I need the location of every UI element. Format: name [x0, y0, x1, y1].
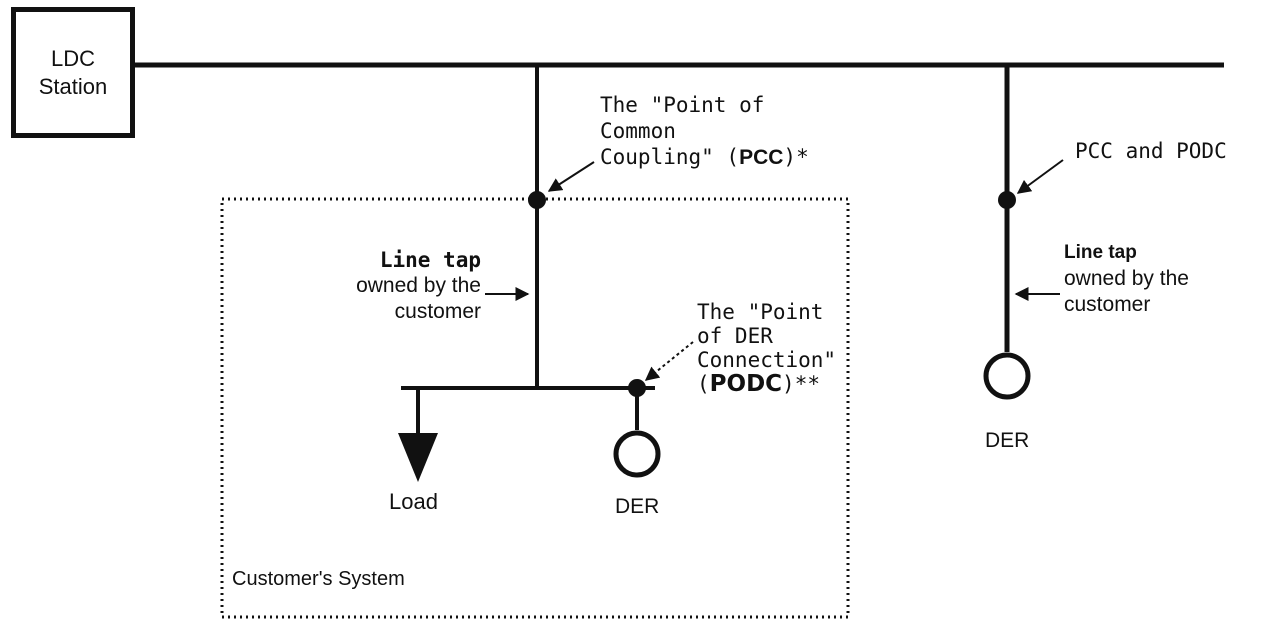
- load-label: Load: [389, 489, 438, 514]
- pcc-label-line3: Coupling" (PCC)*: [600, 145, 809, 169]
- der-right-label: DER: [985, 429, 1030, 452]
- pcc-label-line2: Common: [600, 119, 676, 143]
- podc-label-line1: The "Point: [697, 300, 824, 324]
- podc-pointer-arrow: [644, 341, 694, 381]
- line-tap-right-line2: owned by the: [1064, 267, 1189, 290]
- ldc-station-line1: LDC: [50, 45, 95, 71]
- customer-system-label: Customer's System: [232, 568, 405, 590]
- right-pcc-podc-node: [998, 191, 1016, 209]
- line-tap-right-label: Line tap owned by the customer: [1064, 240, 1189, 318]
- line-tap-right-title: Line tap: [1064, 242, 1137, 263]
- left-der-symbol: [613, 430, 661, 478]
- line-tap-left-label: Line tap owned by the customer: [296, 247, 481, 325]
- pcc-podc-pointer-arrow: [1016, 159, 1064, 194]
- podc-label: The "Point of DER Connection" (PODC)**: [697, 300, 836, 396]
- ldc-station-line2: Station: [38, 73, 108, 99]
- load-arrow: [398, 433, 438, 482]
- line-tap-left-line2: owned by the: [356, 274, 481, 297]
- pcc-podc-label: PCC and PODC: [1075, 139, 1227, 163]
- der-left-label: DER: [615, 495, 660, 518]
- line-tap-right-line3: customer: [1064, 293, 1151, 316]
- pcc-pointer-arrow: [547, 161, 595, 192]
- pcc-label-line1: The "Point of: [600, 93, 765, 117]
- podc-label-line2: of DER: [697, 324, 773, 348]
- pcc-node: [528, 191, 546, 209]
- ldc-station-box: LDC Station: [11, 7, 135, 138]
- right-der-symbol: [983, 352, 1031, 400]
- line-tap-left-line3: customer: [394, 300, 481, 323]
- podc-label-line4: (PODC)**: [697, 371, 820, 397]
- line-tap-left-title: Line tap: [379, 248, 481, 272]
- pcc-label: The "Point of Common Coupling" (PCC)*: [600, 92, 809, 171]
- podc-label-line3: Connection": [697, 348, 837, 372]
